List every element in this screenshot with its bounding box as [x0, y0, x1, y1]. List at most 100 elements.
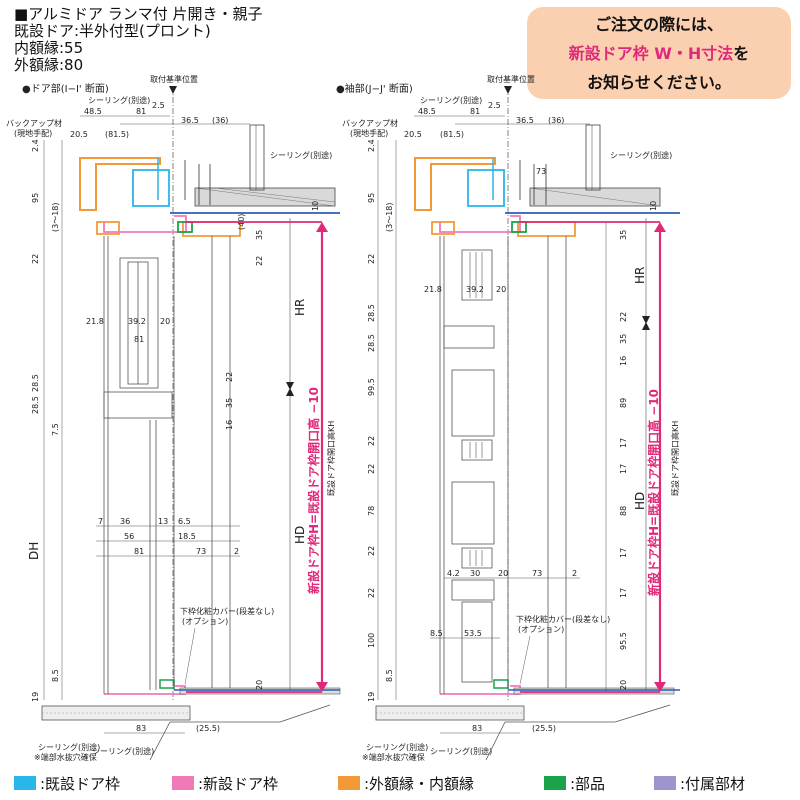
right-dim-39-2: 39.2	[466, 285, 484, 294]
right-drain-note: ※端部水抜穴確保	[362, 752, 425, 762]
left-dim-81-5: (81.5)	[105, 130, 129, 139]
left-dim-21-8: 21.8	[86, 317, 104, 326]
legend-casing: :外額縁・内額縁	[338, 771, 474, 795]
left-dim-36-5: 36.5	[181, 116, 199, 125]
right-vdim-22-b: 22	[367, 436, 376, 446]
right-vdim-28-5-b: 28.5	[367, 334, 376, 352]
right-dim-25-5: (25.5)	[532, 724, 556, 733]
left-backup-sub: (現地手配)	[14, 128, 52, 138]
right-new-height-label: 新設ドア枠H=既設ドア枠開口高 −10	[646, 389, 661, 596]
right-vdim-99-5: 99.5	[367, 378, 376, 396]
left-dim-10: 10	[311, 201, 320, 211]
left-new-height-label: 新設ドア枠H=既設ドア枠開口高 −10	[306, 387, 321, 594]
spec-line-outer-casing: 外額縁:80	[14, 56, 84, 74]
right-rdim-35-b: 35	[619, 334, 628, 344]
left-vdim-28-5-a: 28.5	[31, 374, 40, 392]
right-backup-sub: (現地手配)	[350, 128, 388, 138]
left-vdim-19: 19	[31, 692, 40, 702]
left-dim-2-5: 2.5	[152, 101, 165, 110]
left-dim-2: 2	[234, 547, 239, 556]
right-rdim-88: 88	[619, 506, 628, 516]
left-screws	[184, 160, 211, 205]
right-datum-arrow	[504, 86, 512, 94]
color-legend: :既設ドア枠 :新設ドア枠 :外額縁・内額縁 :部品 :付属部材	[14, 771, 794, 795]
right-rdim-89: 89	[619, 398, 628, 408]
right-vdim-22-e: 22	[367, 588, 376, 598]
right-dim-2-5: 2.5	[488, 101, 501, 110]
notice-line-2-tail: を	[733, 44, 750, 63]
left-casing-block	[96, 221, 120, 235]
left-part-bottom	[159, 679, 175, 689]
right-side-panel	[439, 236, 567, 694]
right-dim-73: 73	[532, 569, 542, 578]
left-vdim-7-5: 7.5	[51, 423, 60, 436]
right-rdim-35-a: 35	[619, 230, 628, 240]
left-dim-16: 16	[225, 420, 234, 430]
left-dim-20-5: 20.5	[70, 130, 88, 139]
left-dim-35-top: 35	[255, 230, 264, 240]
left-vdim-8-5: 8.5	[51, 669, 60, 682]
legend-swatch-accessory	[654, 776, 676, 790]
right-vdim-95: 95	[367, 193, 376, 203]
left-dim-81-c: 81	[134, 547, 144, 556]
right-dim-20-b: 20	[498, 569, 508, 578]
left-existing-frame	[132, 169, 170, 207]
right-vdim-22-a: 22	[367, 254, 376, 264]
legend-accessory: :付属部材	[654, 771, 745, 795]
left-sealing-bottom-1: シーリング(別途)	[38, 742, 100, 752]
right-inner-dims: 21.8 39.2 20 4.2 30 20 73 2 8.5 53.5 83 …	[424, 285, 580, 734]
right-dim-73-top: 73	[536, 167, 546, 176]
legend-new-frame: :新設ドア枠	[172, 771, 278, 795]
notice-line-1: ご注文の際には、	[594, 15, 723, 34]
left-sealing-top: シーリング(別途)	[88, 95, 150, 105]
right-upper-wall	[585, 124, 601, 191]
left-hr-label: HR	[293, 299, 307, 316]
left-dim-48-5: 48.5	[84, 107, 102, 116]
left-section-title: ●ドア部(I−I' 断面)	[22, 82, 109, 95]
right-floor	[375, 687, 675, 761]
right-cover-label: 下枠化粧カバー(段差なし)	[516, 614, 610, 624]
left-dim-36: (36)	[212, 116, 228, 125]
right-dim-30: 30	[470, 569, 480, 578]
right-dim-20-5: 20.5	[404, 130, 422, 139]
left-dim-56: 56	[124, 532, 134, 541]
left-vdim-95: 95	[31, 193, 40, 203]
right-cover-sub: (オプション)	[518, 625, 564, 634]
right-vdim-100: 100	[367, 633, 376, 648]
right-section: ●袖部(J−J' 断面) 取付基準位置 シーリング(別途) バックアップ材 (現…	[336, 74, 680, 762]
right-existing-frame	[467, 169, 505, 207]
left-dim-35: 35	[225, 398, 234, 408]
left-vdim-3-18: (3〜18)	[51, 202, 60, 232]
left-cover-sub: (オプション)	[182, 617, 228, 626]
right-casing-block	[431, 221, 455, 235]
left-top-dims: 48.5 81 36.5 (36) 2.5 20.5 (81.5)	[70, 101, 250, 139]
left-dim-20-bottom: 20	[255, 680, 264, 690]
left-upper-wall	[249, 124, 265, 191]
right-vdim-2-4: 2.4	[367, 139, 376, 152]
left-dim-83: 83	[136, 724, 146, 733]
legend-parts: :部品	[544, 771, 605, 795]
left-section: ●ドア部(I−I' 断面) 取付基準位置 シーリング(別途) バックアップ材 (…	[6, 74, 341, 762]
right-part-top	[511, 221, 527, 233]
left-part-top	[177, 221, 193, 233]
right-sealing-bottom-1: シーリング(別途)	[366, 742, 428, 752]
right-glazing-beads	[469, 252, 483, 566]
right-sealing-right: シーリング(別途)	[610, 150, 672, 160]
right-dim-81-5: (81.5)	[440, 130, 464, 139]
left-new-frame	[103, 215, 187, 233]
right-existing-kh-label: 既設ドア枠開口高KH	[670, 421, 680, 496]
spec-line-existing-door: 既設ドア:半外付型(プロント)	[14, 22, 211, 40]
left-dim-81-b: 81	[134, 335, 144, 344]
left-dim-73: 73	[196, 547, 206, 556]
right-vdim-22-c: 22	[367, 464, 376, 474]
right-dim-36: (36)	[548, 116, 564, 125]
left-dim-13: 13	[158, 517, 168, 526]
right-outer-casing	[414, 157, 496, 211]
left-vdim-22: 22	[31, 254, 40, 264]
right-rdim-17-b: 17	[619, 464, 628, 474]
left-floor	[41, 687, 341, 761]
right-hr-label: HR	[633, 267, 647, 284]
left-datum-arrow	[169, 86, 177, 94]
right-section-title: ●袖部(J−J' 断面)	[336, 82, 413, 95]
right-rdim-17-c: 17	[619, 548, 628, 558]
